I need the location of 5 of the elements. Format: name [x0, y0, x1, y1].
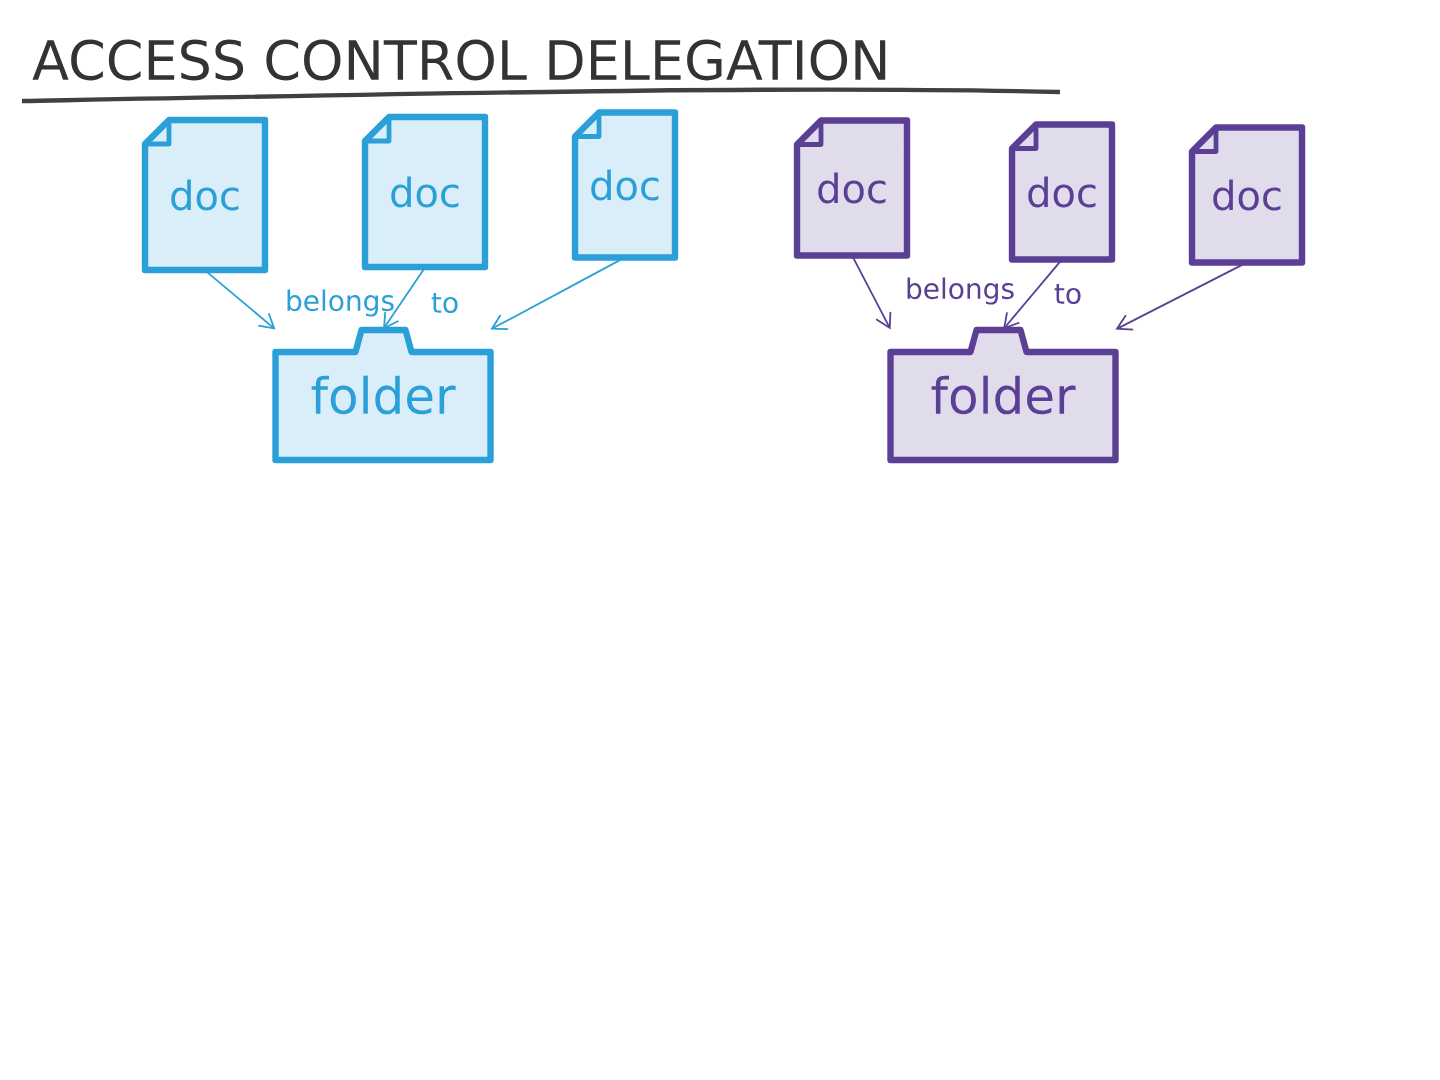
label-text: to	[1054, 283, 1081, 305]
label-text: belongs	[907, 277, 1014, 305]
label-text: belongs	[287, 289, 394, 317]
label-text: to	[431, 292, 458, 314]
title: ACCESS CONTROL DELEGATION	[32, 39, 886, 81]
